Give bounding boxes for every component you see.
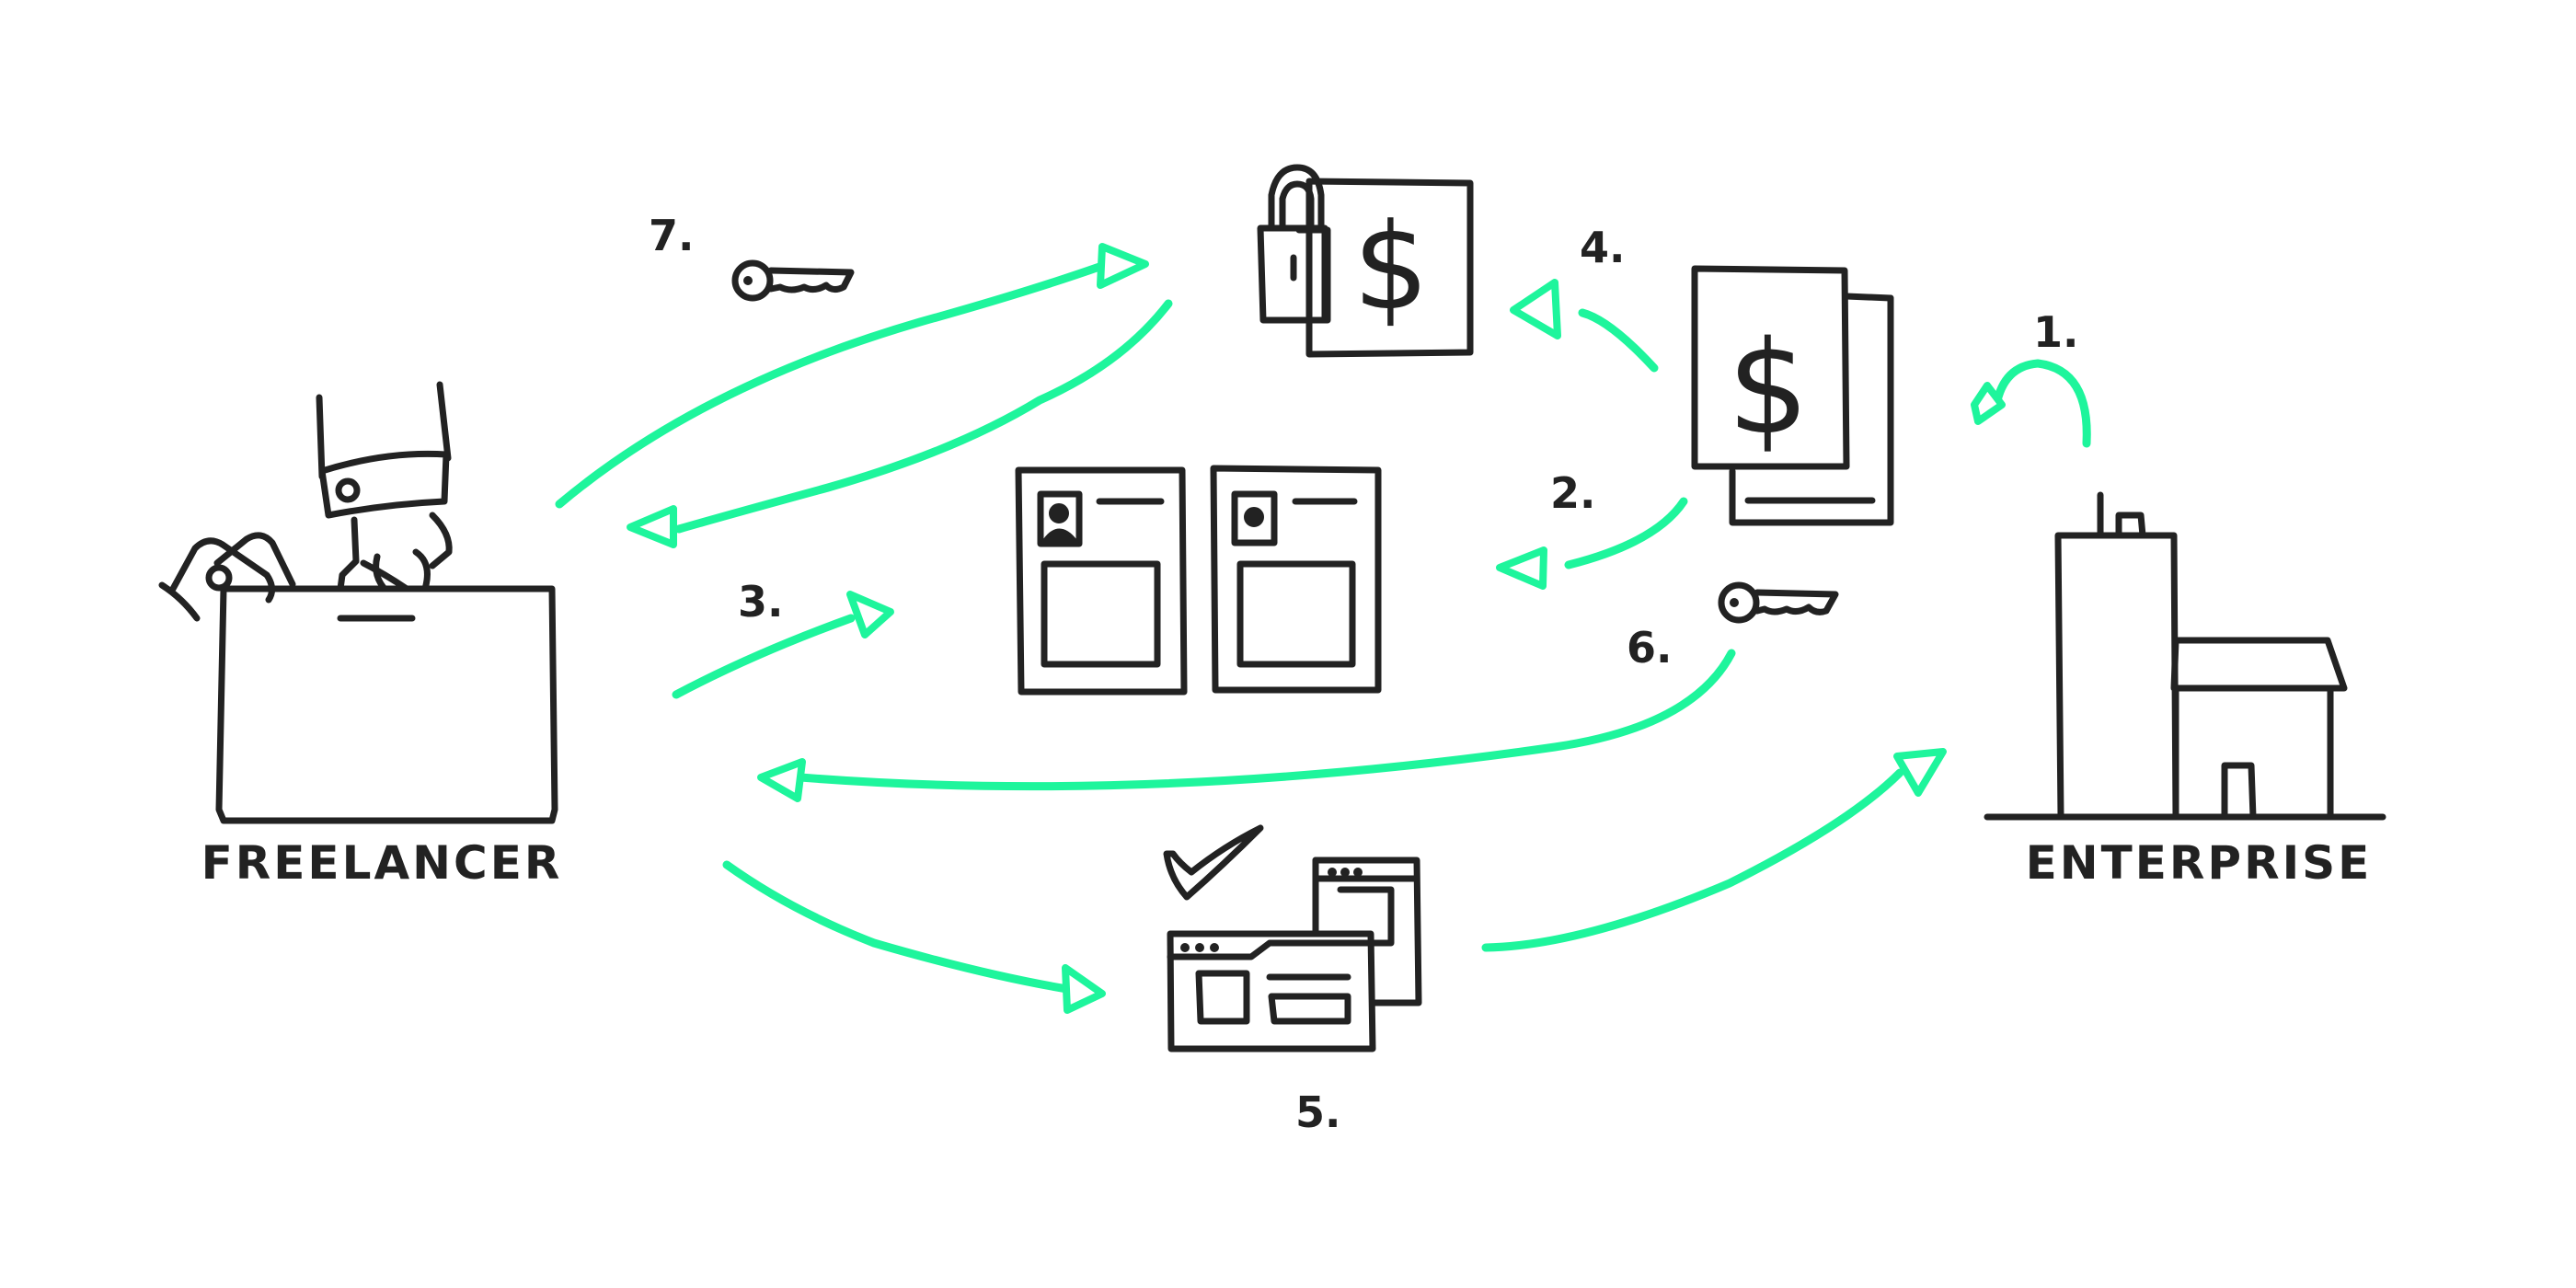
avatar-icon	[1041, 503, 1264, 543]
key-icon-step-7	[731, 259, 855, 302]
invoice-dollar-icon: $	[1727, 314, 1809, 464]
approved-work-icon	[1167, 857, 1422, 1052]
enterprise-label: ENTERPRISE	[2026, 836, 2373, 890]
locked-payment-icon	[1257, 164, 1474, 358]
step-label-5: 5.	[1295, 1087, 1340, 1137]
step-label-2: 2.	[1550, 468, 1595, 518]
invoice-document-icon	[1691, 265, 1894, 526]
freelancer-label: FREELANCER	[201, 836, 563, 890]
step-label-3: 3.	[738, 577, 783, 627]
flow-arrows	[555, 243, 2091, 1014]
key-icon-step-6	[1718, 581, 1839, 624]
enterprise-building-icon	[1984, 491, 2386, 821]
step-label-1: 1.	[2033, 307, 2078, 357]
step-label-7: 7.	[649, 211, 694, 260]
locked-payment-dollar-icon: $	[1353, 197, 1430, 337]
step-label-6: 6.	[1627, 623, 1672, 673]
checkmark-icon	[1163, 824, 1264, 901]
freelancer-icon	[158, 381, 558, 824]
step-label-4: 4.	[1580, 223, 1625, 272]
profile-documents-icon	[1015, 465, 1382, 696]
